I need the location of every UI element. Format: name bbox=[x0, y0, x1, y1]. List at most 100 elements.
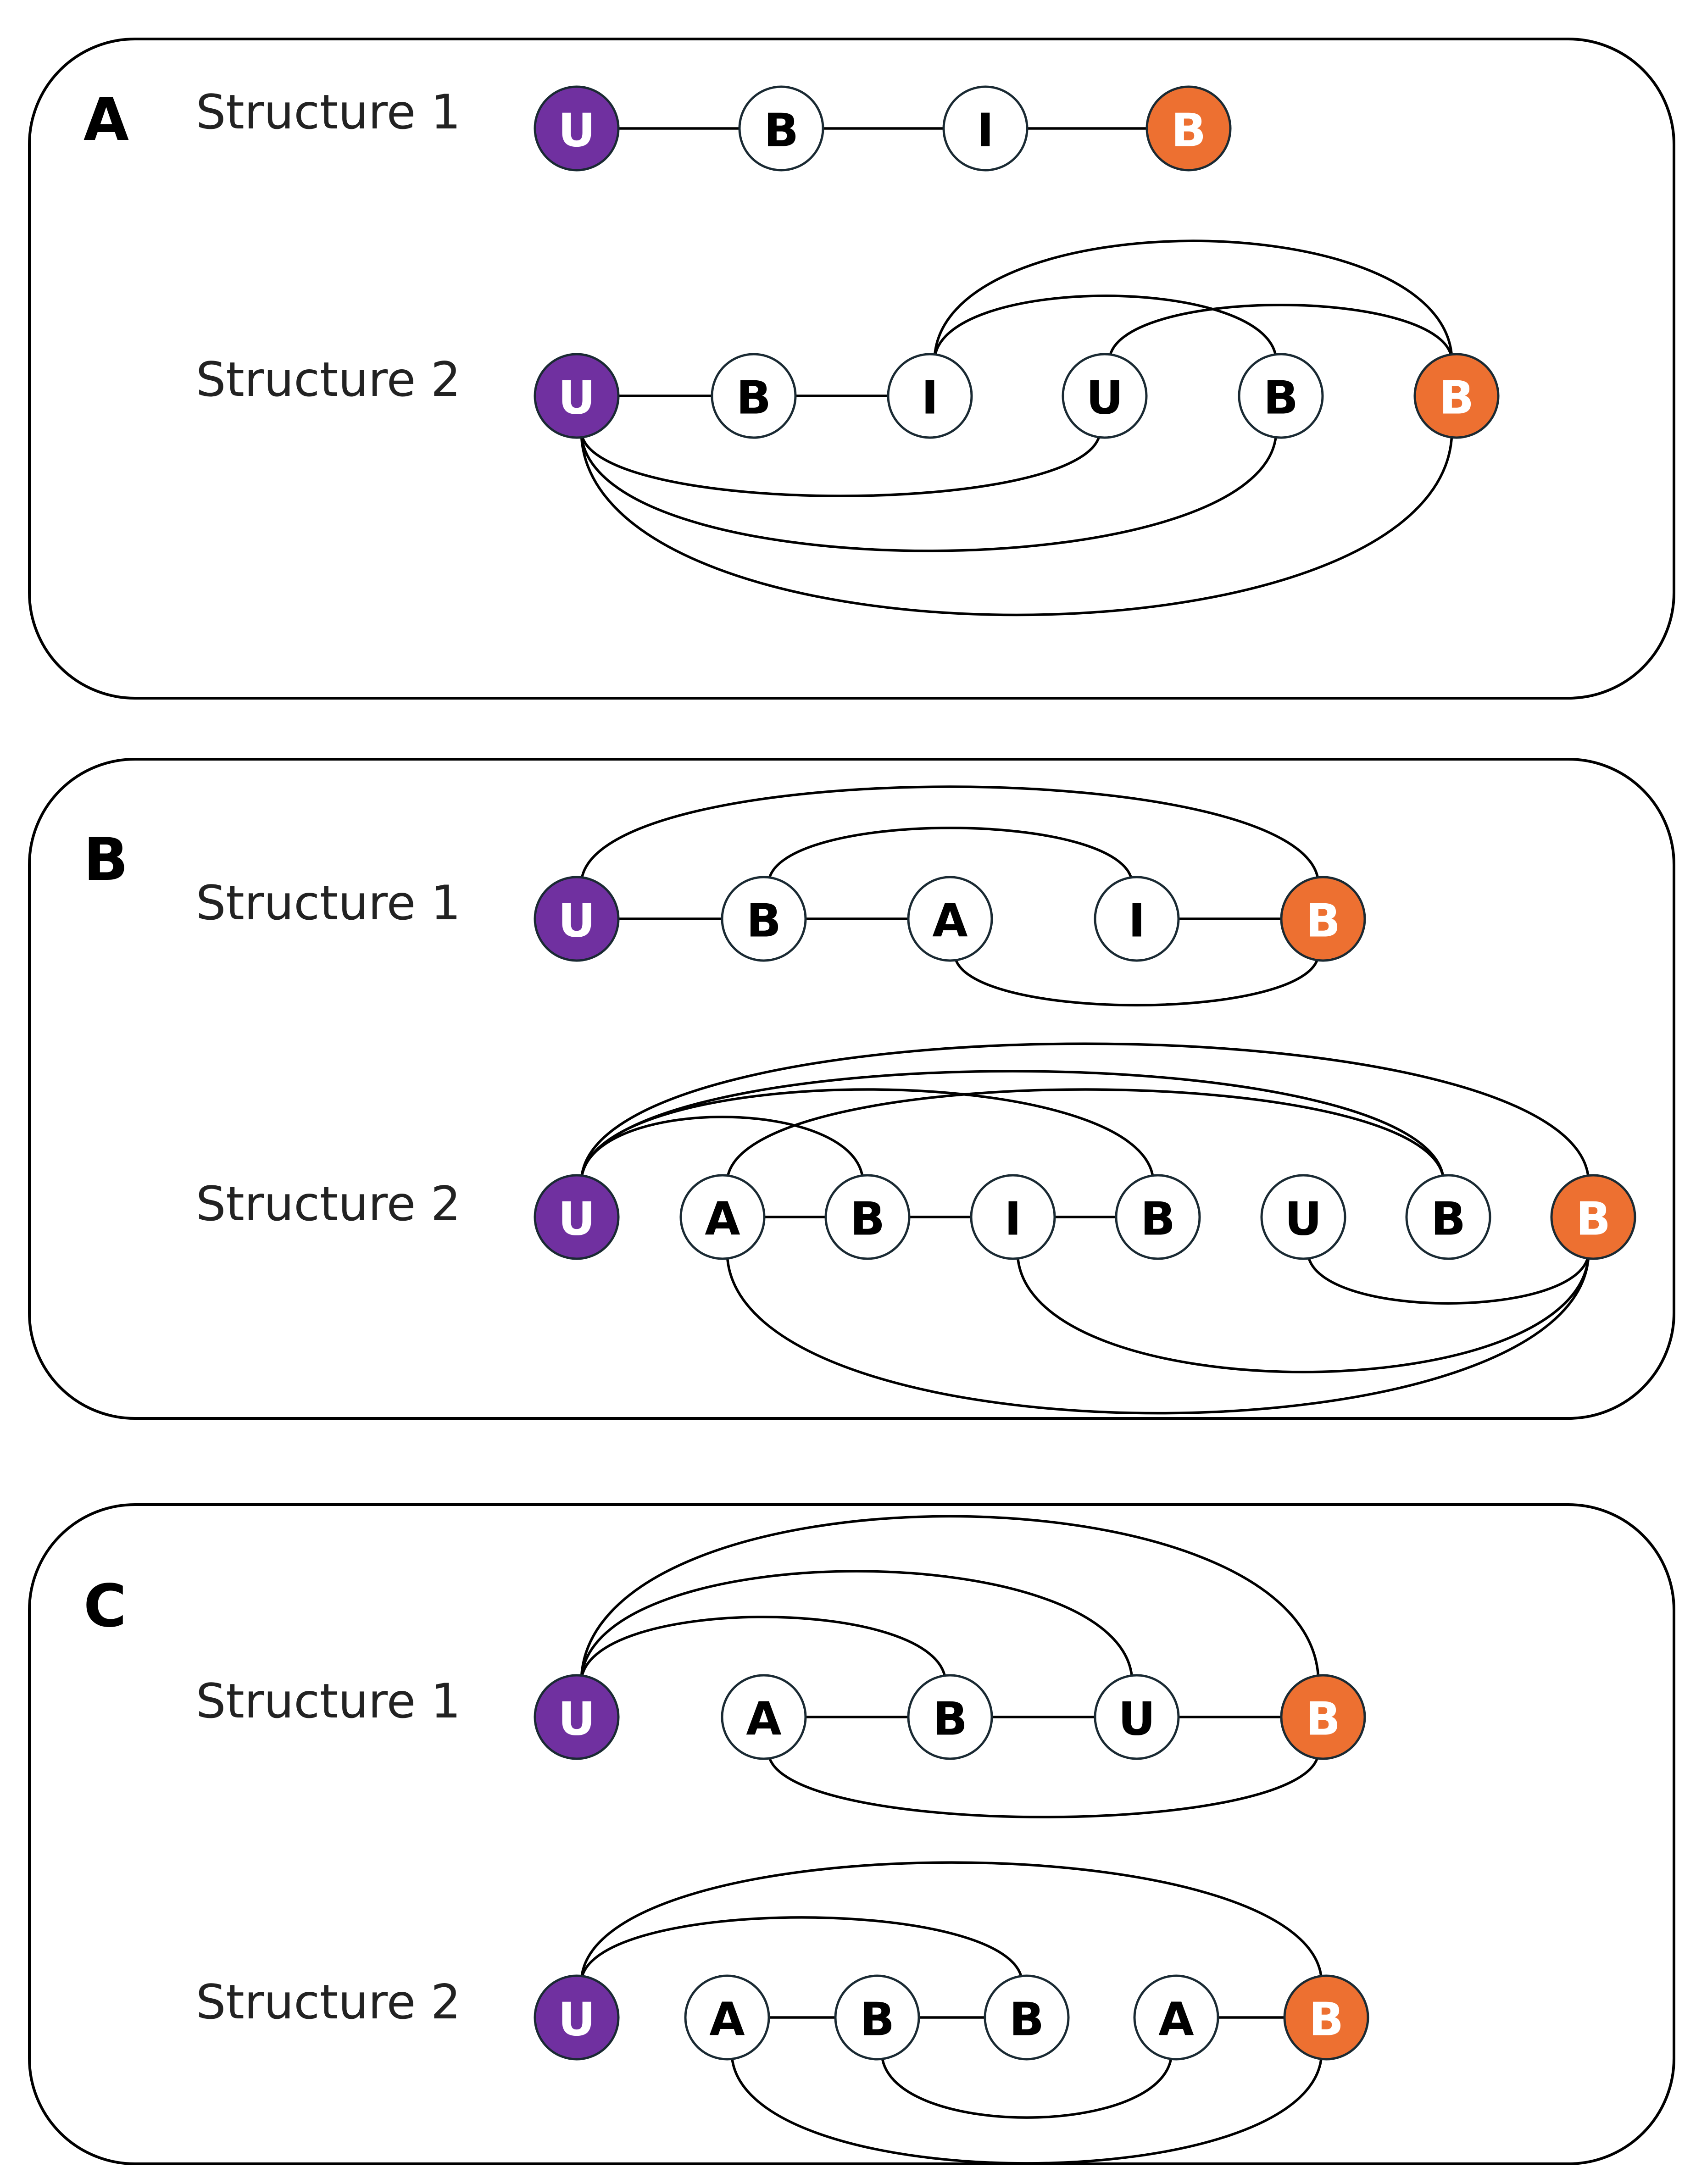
panel-b-structure-2-node-3-circle bbox=[970, 1174, 1056, 1260]
panel-c-structure-2-node-4-label: A bbox=[1158, 1993, 1194, 2046]
panel-c-structure-2-node-0-circle bbox=[534, 1974, 620, 2061]
panel-b-structure-1-node-1-label: B bbox=[746, 894, 781, 948]
panel-a-structure-2-edge-0-5 bbox=[580, 430, 1453, 617]
panel-b-structure-1-node-4-circle bbox=[1280, 876, 1366, 962]
panel-a-structure-1-node-1-label: B bbox=[764, 104, 799, 157]
panel-b-letter: B bbox=[83, 826, 128, 894]
panel-b-structure-2-edge-5-7 bbox=[1307, 1251, 1590, 1305]
panel-c-structure-1-edge-0-4 bbox=[580, 1515, 1320, 1683]
panel-b-structure-2-node-7: B bbox=[1550, 1174, 1636, 1260]
panel-b-structure-2-node-0-circle bbox=[534, 1174, 620, 1260]
panel-b-structure-2-node-0-label: U bbox=[558, 1192, 595, 1246]
panel-b-structure-1-node-0-label: U bbox=[558, 894, 595, 948]
panel-b-structure-2-node-3: I bbox=[970, 1174, 1056, 1260]
panel-b-structure-2-edge-1-6 bbox=[726, 1088, 1445, 1183]
panel-b-structure-2-node-5-label: U bbox=[1284, 1192, 1322, 1246]
panel-c-structure-2-node-1: A bbox=[684, 1974, 770, 2061]
panel-c-structure-1-node-2-label: B bbox=[933, 1692, 967, 1746]
panel-a-structure-1-node-1: B bbox=[738, 85, 824, 172]
panel-b-structure-2-edge-0-4 bbox=[580, 1088, 1155, 1183]
panel-a-structure-2-edge-2-4 bbox=[933, 295, 1278, 362]
panel-b-structure-1-node-2: A bbox=[907, 876, 993, 962]
panel-c-structure-1-node-4: B bbox=[1280, 1674, 1366, 1760]
panel-a-structure-2-node-2: I bbox=[887, 353, 973, 439]
panel-b-structure-1-node-2-circle bbox=[907, 876, 993, 962]
panel-a-structure-2-node-2-label: I bbox=[921, 371, 938, 425]
panel-b-structure-2-node-1-label: A bbox=[705, 1192, 740, 1246]
panel-b-structure-2-node-6: B bbox=[1405, 1174, 1491, 1260]
panel-a-structure-2-node-0: U bbox=[534, 353, 620, 439]
panel-b-structure-1-node-0: U bbox=[534, 876, 620, 962]
panel-b-structure-2-node-1-circle bbox=[679, 1174, 766, 1260]
panel-a-structure-2-edge-0-4 bbox=[580, 430, 1278, 552]
panel-b-structure-2-node-5-circle bbox=[1260, 1174, 1346, 1260]
panel-b-structure-1-edge-1-3 bbox=[767, 827, 1134, 885]
panel-b-structure-1-node-0-circle bbox=[534, 876, 620, 962]
panel-a-structure-1-node-0-label: U bbox=[558, 104, 595, 157]
panel-a-structure-1-node-2: I bbox=[942, 85, 1029, 172]
panel-a-structure-2-node-5-label: B bbox=[1439, 371, 1474, 425]
panel-c-structure-1-edge-0-3 bbox=[580, 1570, 1134, 1683]
panel-a-structure-2-node-2-circle bbox=[887, 353, 973, 439]
panel-a-structure-1-node-0-circle bbox=[534, 85, 620, 172]
panel-b-structure-1-edge-0-4 bbox=[580, 785, 1320, 885]
panel-b-structure-1-node-3-circle bbox=[1094, 876, 1180, 962]
panel-b-structure-1-node-3-label: I bbox=[1128, 894, 1145, 948]
panel-c-structure-2-node-0-label: U bbox=[558, 1993, 595, 2046]
panel-b-structure-2-node-3-label: I bbox=[1004, 1192, 1021, 1246]
panel-c-structure-2-edge-0-3 bbox=[580, 1916, 1023, 1984]
panel-a-structure-2-node-4-circle bbox=[1238, 353, 1324, 439]
panel-c-structure-1-node-2-circle bbox=[907, 1674, 993, 1760]
panel-a-box bbox=[28, 38, 1675, 700]
panel-a-structure-2-node-0-circle bbox=[534, 353, 620, 439]
panel-b-structure-1-node-1-circle bbox=[721, 876, 807, 962]
panel-a-structure-2-node-3-label: U bbox=[1086, 371, 1123, 425]
panel-b-structure-1-node-3: I bbox=[1094, 876, 1180, 962]
panel-b-structure-2-node-6-circle bbox=[1405, 1174, 1491, 1260]
panel-a-structure-1-node-3-label: B bbox=[1171, 104, 1206, 157]
panel-a-structure-1-node-1-circle bbox=[738, 85, 824, 172]
panel-b-structure-2-label: Structure 2 bbox=[196, 1177, 461, 1232]
panel-c-structure-2-node-3-label: B bbox=[1009, 1993, 1044, 2046]
panel-c-structure-2-edge-1-5 bbox=[730, 2051, 1323, 2165]
panel-c-structure-1-node-0-label: U bbox=[558, 1692, 595, 1746]
panel-a-structure-1-node-2-circle bbox=[942, 85, 1029, 172]
panel-c-structure-2-node-3: B bbox=[984, 1974, 1070, 2061]
panel-a-structure-2-edge-0-3 bbox=[580, 430, 1101, 497]
panel-c-structure-2-node-1-label: A bbox=[709, 1993, 745, 2046]
panel-a-structure-1-node-3-circle bbox=[1145, 85, 1232, 172]
panel-c-structure-2-node-1-circle bbox=[684, 1974, 770, 2061]
panel-a-structure-2-node-4: B bbox=[1238, 353, 1324, 439]
panel-c-structure-2-node-0: U bbox=[534, 1974, 620, 2061]
panel-c-structure-2-node-2: B bbox=[834, 1974, 920, 2061]
panel-b-structure-2-node-4-circle bbox=[1115, 1174, 1201, 1260]
panel-a-structure-1-label: Structure 1 bbox=[196, 85, 461, 140]
panel-c-structure-1-node-3: U bbox=[1094, 1674, 1180, 1760]
panel-c-structure-2-node-5-label: B bbox=[1309, 1993, 1344, 2046]
panel-a-structure-2-node-5: B bbox=[1413, 353, 1500, 439]
panel-a-structure-2-node-1-label: B bbox=[736, 371, 771, 425]
panel-a-structure-2-node-3-circle bbox=[1062, 353, 1148, 439]
panel-b-structure-2-node-7-circle bbox=[1550, 1174, 1636, 1260]
panel-c-structure-1-node-2: B bbox=[907, 1674, 993, 1760]
panel-c-box bbox=[28, 1503, 1675, 2165]
panel-a-structure-2-label: Structure 2 bbox=[196, 352, 461, 407]
panel-c-structure-1-node-1-circle bbox=[721, 1674, 807, 1760]
panel-c-structure-2-node-2-circle bbox=[834, 1974, 920, 2061]
panel-c-structure-1-node-0: U bbox=[534, 1674, 620, 1760]
panel-c-structure-1-node-1: A bbox=[721, 1674, 807, 1760]
panel-c-letter: C bbox=[83, 1572, 127, 1640]
panel-b-structure-2-node-5: U bbox=[1260, 1174, 1346, 1260]
panel-b-structure-1-node-1: B bbox=[721, 876, 807, 962]
panel-b-structure-2-node-2-label: B bbox=[850, 1192, 885, 1246]
panel-b-structure-2-node-6-label: B bbox=[1431, 1192, 1466, 1246]
panel-b-structure-1-label: Structure 1 bbox=[196, 876, 461, 931]
panel-a-structure-2-edge-3-5 bbox=[1108, 304, 1453, 362]
panel-c-structure-1-node-1-label: A bbox=[746, 1692, 781, 1746]
panel-b-structure-2-node-4-label: B bbox=[1140, 1192, 1175, 1246]
panel-b-structure-2-node-2-circle bbox=[824, 1174, 911, 1260]
panel-a-structure-2-node-0-label: U bbox=[558, 371, 595, 425]
panel-a-letter: A bbox=[83, 86, 129, 154]
panel-c-structure-2-node-2-label: B bbox=[860, 1993, 895, 2046]
